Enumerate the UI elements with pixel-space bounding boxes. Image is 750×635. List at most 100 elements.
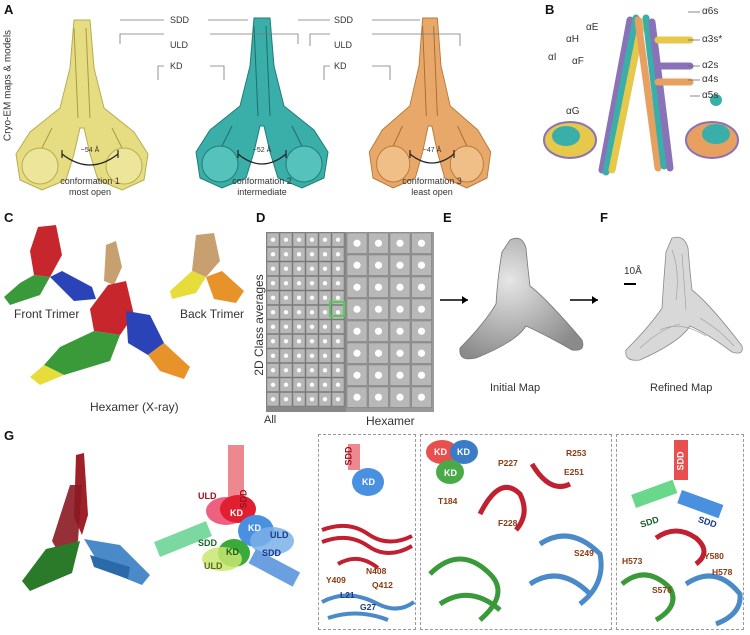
- panel-label-b: B: [545, 2, 555, 17]
- particle-dot: [322, 237, 328, 242]
- particle-dot: [270, 353, 276, 358]
- helix-label-a4s: α4s: [702, 74, 719, 85]
- conf3-subtitle: least open: [411, 187, 453, 197]
- particle-dot: [270, 382, 276, 387]
- particle-dot: [296, 281, 302, 286]
- scale-bar-label: 10Å: [624, 266, 642, 277]
- helix-label-a2s: α2s: [702, 60, 719, 71]
- schem-kd-green: KD: [226, 547, 239, 557]
- particle-dot: [296, 266, 302, 271]
- front-trimer-label: Front Trimer: [14, 307, 80, 321]
- particle-dot: [335, 310, 341, 315]
- conformation-3-model: [368, 17, 492, 189]
- particle-dot: [309, 281, 315, 286]
- particle-dot: [374, 261, 383, 269]
- helix-label-ai: αI: [548, 52, 557, 63]
- particle-dot: [396, 305, 404, 313]
- back-trimer: [170, 233, 244, 303]
- particle-dot: [322, 368, 328, 373]
- particle-dot: [309, 324, 315, 329]
- conf2-title: conformation 2: [232, 176, 292, 186]
- helix-label-ag: αG: [566, 106, 580, 117]
- panel-b-helix-overlay: [543, 11, 739, 176]
- inset1-kd: KD: [362, 477, 375, 487]
- particle-dot: [309, 237, 315, 242]
- particle-dot: [353, 371, 361, 379]
- particle-dot: [322, 324, 328, 329]
- particle-dot: [296, 237, 302, 242]
- particle-dot: [270, 368, 276, 373]
- inset3-h573: H573: [622, 556, 643, 566]
- particle-dot: [283, 382, 289, 387]
- refined-map: [624, 236, 743, 361]
- particle-dot: [335, 382, 341, 387]
- particle-dot: [396, 371, 404, 379]
- schem-uld-red: ULD: [198, 491, 217, 501]
- conformation-2-model: [195, 17, 329, 189]
- hexamer: [30, 241, 190, 385]
- particle-dot: [335, 324, 341, 329]
- all-label: All: [264, 414, 277, 426]
- particle-dot: [396, 261, 404, 269]
- conf2-angle: ~52 Å: [252, 147, 272, 154]
- particle-dot: [270, 266, 276, 271]
- particle-dot: [335, 368, 341, 373]
- front-trimer: [4, 225, 96, 305]
- domain-label-sdd-2: SDD: [334, 15, 354, 25]
- inset2-p227: P227: [498, 458, 518, 468]
- particle-dot: [353, 393, 361, 401]
- particle-dot: [417, 239, 426, 247]
- particle-dot: [296, 252, 302, 257]
- particle-dot: [322, 397, 328, 402]
- particle-dot: [353, 283, 361, 291]
- particle-dot: [322, 310, 328, 315]
- particle-dot: [283, 237, 289, 242]
- conf2-subtitle: intermediate: [237, 187, 287, 197]
- inset-3-art: [620, 440, 743, 627]
- particle-dot: [335, 266, 341, 271]
- inset-3-box: [616, 434, 744, 630]
- particle-dot: [322, 281, 328, 286]
- particle-dot: [417, 327, 426, 335]
- particle-dot: [374, 283, 383, 291]
- inset3-s576: S576: [652, 585, 672, 595]
- particle-dot: [396, 239, 404, 247]
- particle-dot: [417, 393, 426, 401]
- inset1-sdd: SDD: [343, 446, 354, 466]
- panel-label-c: C: [4, 210, 14, 225]
- panel-label-d: D: [256, 210, 266, 225]
- particle-dot: [335, 281, 341, 286]
- particle-dot: [335, 353, 341, 358]
- inset1-y409: Y409: [326, 575, 346, 585]
- inset2-t184: T184: [438, 496, 458, 506]
- hexamer-label: Hexamer (X-ray): [90, 400, 179, 414]
- inset2-kd-blue: KD: [457, 447, 470, 457]
- particle-dot: [270, 339, 276, 344]
- inset3-sdd-red: SDD: [675, 451, 686, 471]
- inset2-e251: E251: [564, 467, 584, 477]
- inset-1-art: [321, 444, 416, 622]
- particle-dot: [396, 327, 404, 335]
- class-averages-grid-all: [266, 232, 346, 412]
- particle-dot: [309, 266, 315, 271]
- schem-sdd-blue: SDD: [262, 548, 282, 558]
- inset2-f228: F228: [498, 518, 518, 528]
- inset3-y580: Y580: [704, 551, 724, 561]
- particle-dot: [283, 252, 289, 257]
- particle-dot: [374, 305, 383, 313]
- particle-dot: [309, 397, 315, 402]
- particle-dot: [283, 353, 289, 358]
- panel-label-f: F: [600, 210, 608, 225]
- particle-dot: [417, 371, 426, 379]
- particle-dot: [417, 261, 426, 269]
- inset-2-box: [420, 434, 612, 630]
- particle-dot: [374, 349, 383, 357]
- conf3-angle: ~47 Å: [422, 147, 442, 154]
- particle-dot: [353, 349, 361, 357]
- particle-dot: [309, 310, 315, 315]
- schem-kd-blue: KD: [248, 523, 261, 533]
- panel-c-trimers: [4, 225, 244, 385]
- domain-label-sdd: SDD: [170, 15, 190, 25]
- particle-dot: [335, 339, 341, 344]
- class-averages-label: 2D Class averages: [252, 274, 266, 376]
